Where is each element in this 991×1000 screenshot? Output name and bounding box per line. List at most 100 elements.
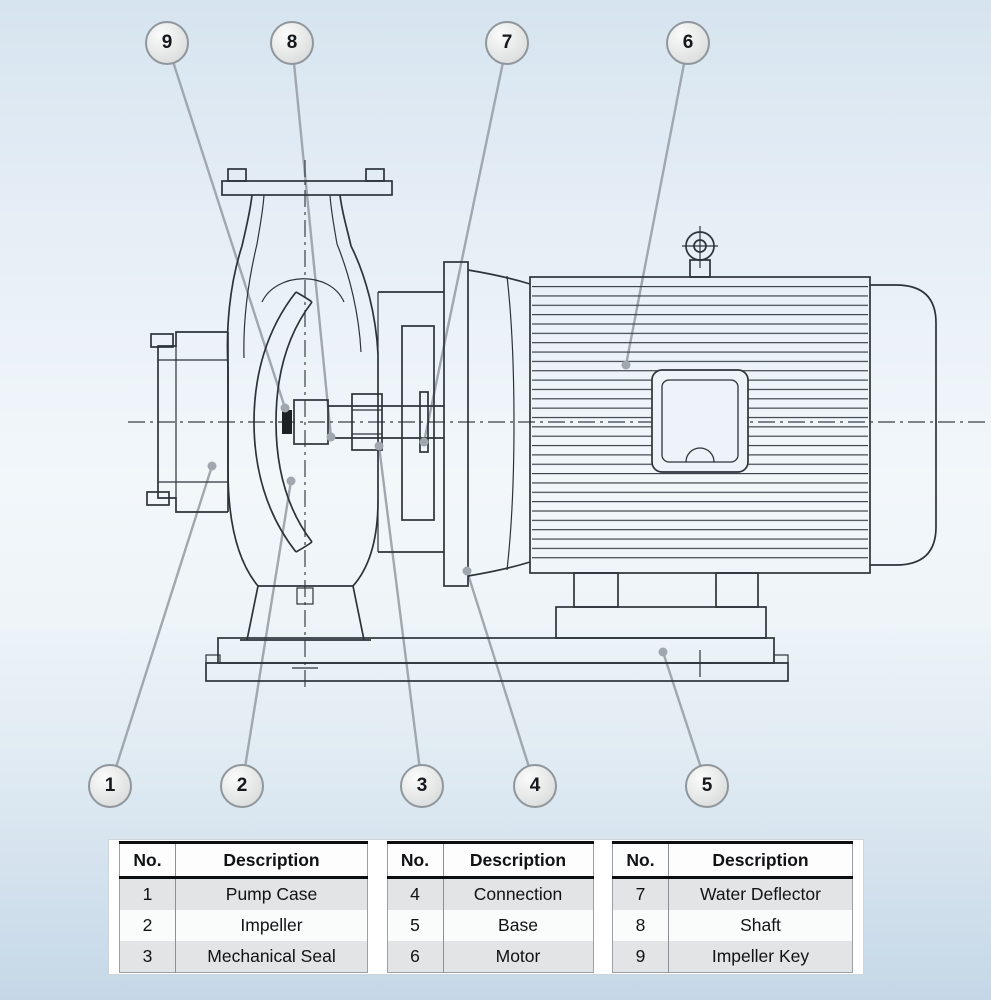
- suction-flange: [146, 331, 229, 513]
- col-header-no: No.: [119, 841, 176, 879]
- leader-line-3: [377, 444, 424, 788]
- table-row: 6 Motor: [387, 941, 593, 973]
- parts-tables-panel: No. Description 1 Pump Case 2 Impeller 3…: [108, 839, 864, 975]
- motor: [467, 226, 937, 577]
- suction-flange-outline: [157, 331, 228, 513]
- part-description: Water Deflector: [700, 884, 821, 904]
- pump-casing: [221, 168, 393, 641]
- motor-feet-and-base: [205, 572, 789, 682]
- impeller-front-shroud: [253, 291, 297, 553]
- callout-2: 2: [220, 764, 264, 808]
- table-header-row: No. Description: [387, 841, 593, 879]
- part-description: Pump Case: [225, 884, 318, 904]
- callout-label: 2: [236, 775, 248, 796]
- suction-bolt-bottom: [146, 491, 170, 506]
- part-description: Shaft: [740, 915, 781, 935]
- flange-bolt-right: [365, 168, 385, 182]
- leader-dot-9: [280, 403, 290, 413]
- callout-label: 7: [501, 32, 513, 53]
- base-foot: [205, 662, 789, 682]
- pump-foot: [240, 585, 371, 641]
- end-shield-top: [467, 269, 531, 285]
- table-row: 7 Water Deflector: [612, 877, 853, 910]
- col-header-no: No.: [612, 841, 669, 879]
- table-header-row: No. Description: [119, 841, 368, 879]
- leader-dot-3: [374, 441, 384, 451]
- callout-3: 3: [400, 764, 444, 808]
- leader-line-2: [240, 479, 293, 788]
- leader-line-5: [661, 650, 709, 788]
- callout-1: 1: [88, 764, 132, 808]
- callout-label: 4: [529, 775, 541, 796]
- leader-dot-7: [419, 437, 429, 447]
- col-header-description: Description: [668, 841, 853, 879]
- motor-foot-right: [715, 572, 759, 608]
- volute-cutwater: [261, 278, 345, 303]
- leader-line-1: [108, 464, 214, 788]
- part-no: 4: [387, 877, 444, 910]
- part-no: 8: [612, 910, 669, 941]
- parts-table-1: No. Description 1 Pump Case 2 Impeller 3…: [119, 841, 368, 973]
- table-row: 8 Shaft: [612, 910, 853, 941]
- part-description: Impeller Key: [711, 946, 810, 966]
- table-row: 2 Impeller: [119, 910, 368, 941]
- table-row: 3 Mechanical Seal: [119, 941, 368, 973]
- table-row: 5 Base: [387, 910, 593, 941]
- leader-line-7: [422, 41, 509, 444]
- impeller-key: [282, 410, 292, 434]
- part-description: Base: [498, 915, 538, 935]
- part-description: Connection: [473, 884, 563, 904]
- impeller-back-shroud: [275, 301, 313, 543]
- end-shield-bottom: [467, 561, 531, 577]
- leader-lines: [108, 41, 709, 788]
- mechanical-seal: [351, 393, 383, 451]
- callout-7: 7: [485, 21, 529, 65]
- part-no: 6: [387, 941, 444, 973]
- callout-6: 6: [666, 21, 710, 65]
- drain-plug: [296, 587, 314, 605]
- impeller-hub: [293, 399, 329, 445]
- motor-end-cap: [870, 284, 937, 566]
- leader-line-9: [165, 41, 287, 410]
- casing-right-wall: [350, 245, 379, 587]
- leader-dots: [207, 360, 668, 657]
- impeller: [253, 291, 329, 553]
- motor-foot-left: [573, 572, 619, 608]
- leader-dot-5: [658, 647, 668, 657]
- table-row: 9 Impeller Key: [612, 941, 853, 973]
- flange-bolt-left: [227, 168, 247, 182]
- leader-dot-4: [462, 566, 472, 576]
- callout-label: 9: [161, 32, 173, 53]
- part-no: 2: [119, 910, 176, 941]
- callout-4: 4: [513, 764, 557, 808]
- callout-label: 8: [286, 32, 298, 53]
- callout-8: 8: [270, 21, 314, 65]
- leader-line-8: [290, 41, 333, 439]
- parts-table-2: No. Description 4 Connection 5 Base 6 Mo…: [386, 841, 594, 973]
- leader-dot-6: [621, 360, 631, 370]
- table-row: 4 Connection: [387, 877, 593, 910]
- leader-dot-2: [286, 476, 296, 486]
- motor-pedestal: [555, 606, 767, 639]
- callout-9: 9: [145, 21, 189, 65]
- table-row: 1 Pump Case: [119, 877, 368, 910]
- discharge-flange: [221, 180, 393, 196]
- leader-dot-1: [207, 461, 217, 471]
- part-no: 3: [119, 941, 176, 973]
- part-no: 5: [387, 910, 444, 941]
- col-header-no: No.: [387, 841, 444, 879]
- table-header-row: No. Description: [612, 841, 853, 879]
- parts-table-3: No. Description 7 Water Deflector 8 Shaf…: [612, 841, 853, 973]
- leader-line-4: [465, 569, 537, 788]
- part-description: Motor: [495, 946, 541, 966]
- callout-5: 5: [685, 764, 729, 808]
- callout-label: 6: [682, 32, 694, 53]
- part-description: Mechanical Seal: [207, 946, 336, 966]
- part-no: 1: [119, 877, 176, 910]
- callout-label: 5: [701, 775, 713, 796]
- motor-flange: [443, 261, 469, 587]
- suction-bolt-top: [150, 333, 174, 348]
- part-no: 7: [612, 877, 669, 910]
- part-description: Impeller: [240, 915, 303, 935]
